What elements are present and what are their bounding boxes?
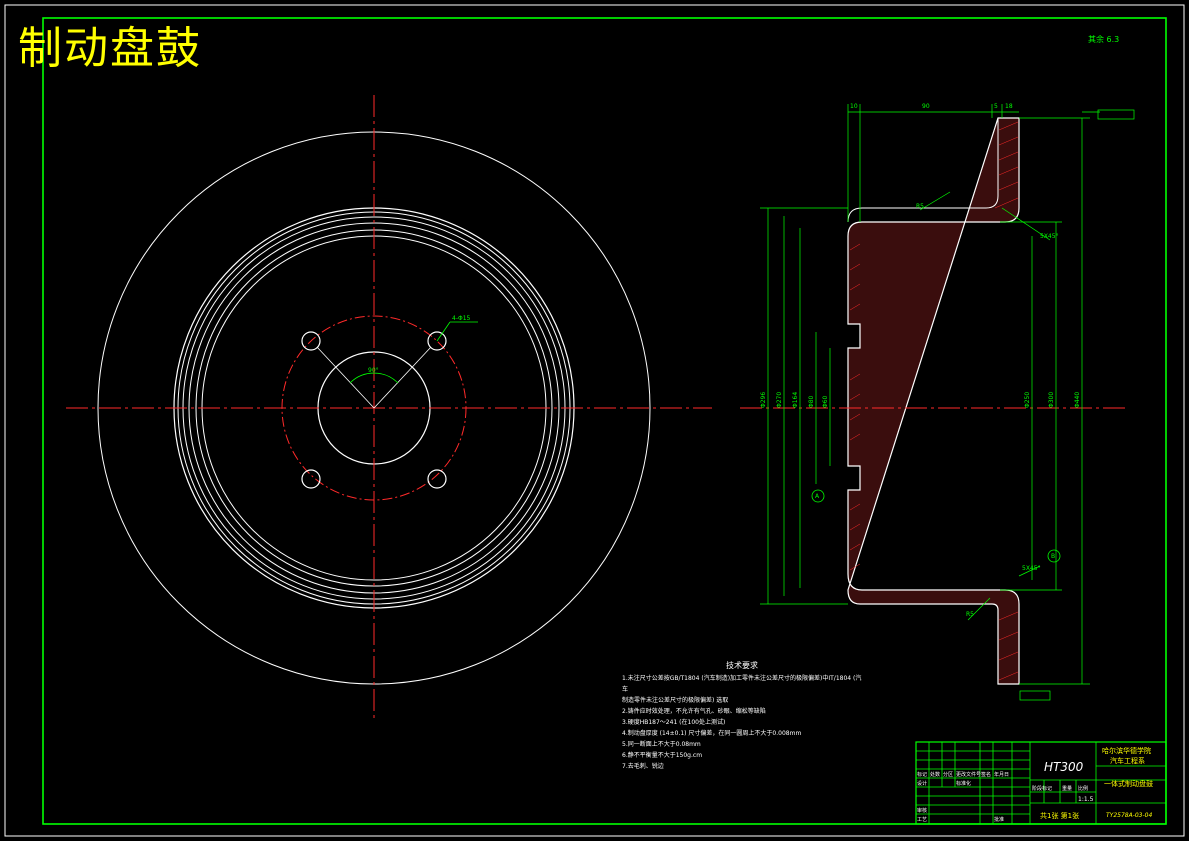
material-label: HT300 <box>1044 760 1084 774</box>
bolt-angle-leg-2 <box>373 346 432 409</box>
dim-text: 18 <box>1005 103 1013 110</box>
radius-leader-3 <box>919 191 951 211</box>
dim-text: 10 <box>850 103 858 110</box>
bolt-hole-4 <box>427 469 447 489</box>
tech-item: 1.未注尺寸公差按GB/T1804 (汽车制造)加工零件未注公差尺寸的极限偏差)… <box>622 675 862 693</box>
school-name: 哈尔滨华德学院 <box>1102 746 1151 755</box>
header-label: 签名 <box>981 771 991 778</box>
dimension-lines <box>760 104 1100 685</box>
dim-text: 4-Φ15 <box>452 315 471 322</box>
roughness-note: 其余 6.3 <box>1088 35 1120 44</box>
tech-item: 7.去毛刺、锐边 <box>622 763 664 770</box>
dimension-texts: 10 90 5 18 Φ296 Φ270 Φ164 Φ80 Φ60 Φ250 Φ… <box>368 103 1081 618</box>
bolt-angle-arc <box>349 372 399 384</box>
radius-leader-2 <box>967 597 991 621</box>
tech-item: 4.制动盘厚度 (14±0.1) 尺寸偏差，在同一圆周上不大于0.008mm <box>622 730 802 737</box>
dim-text: Φ80 <box>808 395 815 408</box>
drawing-number: TY2578A-03-04 <box>1106 812 1152 819</box>
dim-text: Φ60 <box>822 395 829 408</box>
scale-label: 比例 <box>1078 785 1088 792</box>
drawing-title: 制动盘鼓 <box>18 23 202 74</box>
row-label: 标记 <box>917 771 927 778</box>
dim-text: 5 <box>994 103 998 110</box>
header-label: 更改文件号 <box>956 771 981 778</box>
chamfer-label: 5X45° <box>1040 233 1059 240</box>
dim-text: Φ250 <box>1024 392 1031 408</box>
dim-text: 90° <box>368 367 379 374</box>
technical-requirements: 技术要求 1.未注尺寸公差按GB/T1804 (汽车制造)加工零件未注公差尺寸的… <box>622 660 862 772</box>
title-block <box>915 741 1167 825</box>
geometric-tolerance-frame-bottom <box>1019 690 1051 701</box>
chamfer-label: 5X45° <box>1022 565 1041 572</box>
bolt-angle-leg-1 <box>316 346 375 409</box>
tech-item: 3.硬度HB187～241 (在100处上测试) <box>622 719 726 726</box>
header-label: 年月日 <box>994 771 1009 778</box>
dim-text: Φ296 <box>760 392 767 408</box>
scale-value: 1:1.5 <box>1078 796 1094 803</box>
dim-text: Φ164 <box>792 392 799 408</box>
outer-border <box>4 4 1185 837</box>
part-name: 一体式制动盘鼓 <box>1104 779 1153 788</box>
tech-item: 6.静不平衡量不大于150g.cm <box>622 752 703 759</box>
front-view <box>66 95 712 720</box>
bolt-hole-1 <box>301 331 321 351</box>
tech-item: 制造零件未注公差尺寸的极限偏差) 选取 <box>622 697 729 704</box>
header-label: 分区 <box>943 771 953 778</box>
datum-b-marker <box>1047 549 1061 563</box>
hatch-lines <box>849 121 1019 681</box>
datum-b-label: B <box>1051 553 1055 560</box>
row-label: 工艺 <box>917 817 927 823</box>
tech-heading: 技术要求 <box>726 661 758 670</box>
dim-text: Φ440 <box>1074 392 1081 408</box>
title-block-texts: HT300 哈尔滨华德学院 汽车工程系 一体式制动盘鼓 TY2578A-03-0… <box>917 746 1153 823</box>
weight-label: 重量 <box>1062 785 1072 792</box>
row-label: 审核 <box>917 807 927 814</box>
geometric-tolerance-frame-top <box>1097 109 1135 120</box>
bolt-hole-leader <box>436 321 451 342</box>
sheet-info: 共1张 第1张 <box>1040 811 1079 820</box>
radius-label: R5 <box>966 611 974 618</box>
radius-label: R5 <box>916 203 924 210</box>
dim-text: Φ270 <box>776 392 783 408</box>
section-view <box>740 104 1135 701</box>
header-label: 处数 <box>930 771 940 778</box>
row-label: 设计 <box>917 780 927 787</box>
chamfer-leader-1 <box>1018 565 1041 577</box>
radius-leader-1 <box>1001 207 1051 241</box>
standard-label: 标准化 <box>956 780 971 787</box>
bolt-hole-2 <box>427 331 447 351</box>
tech-item: 5.同一断面上不大于0.08mm <box>622 741 701 748</box>
section-inner-face <box>847 118 999 223</box>
section-hatched-profile <box>847 117 1020 685</box>
datum-a-label: A <box>815 493 820 500</box>
approve-label: 批准 <box>994 816 1004 823</box>
inner-frame <box>42 17 1167 825</box>
bolt-hole-3 <box>301 469 321 489</box>
department-name: 汽车工程系 <box>1110 756 1145 765</box>
stage-label: 阶段标记 <box>1032 785 1052 792</box>
dim-text: Φ300 <box>1048 392 1055 408</box>
dim-text: 90 <box>922 103 930 110</box>
tech-item: 2.铸件应时效处理，不允许有气孔、砂眼、缩松等缺陷 <box>622 708 766 715</box>
datum-a-marker <box>811 489 825 503</box>
